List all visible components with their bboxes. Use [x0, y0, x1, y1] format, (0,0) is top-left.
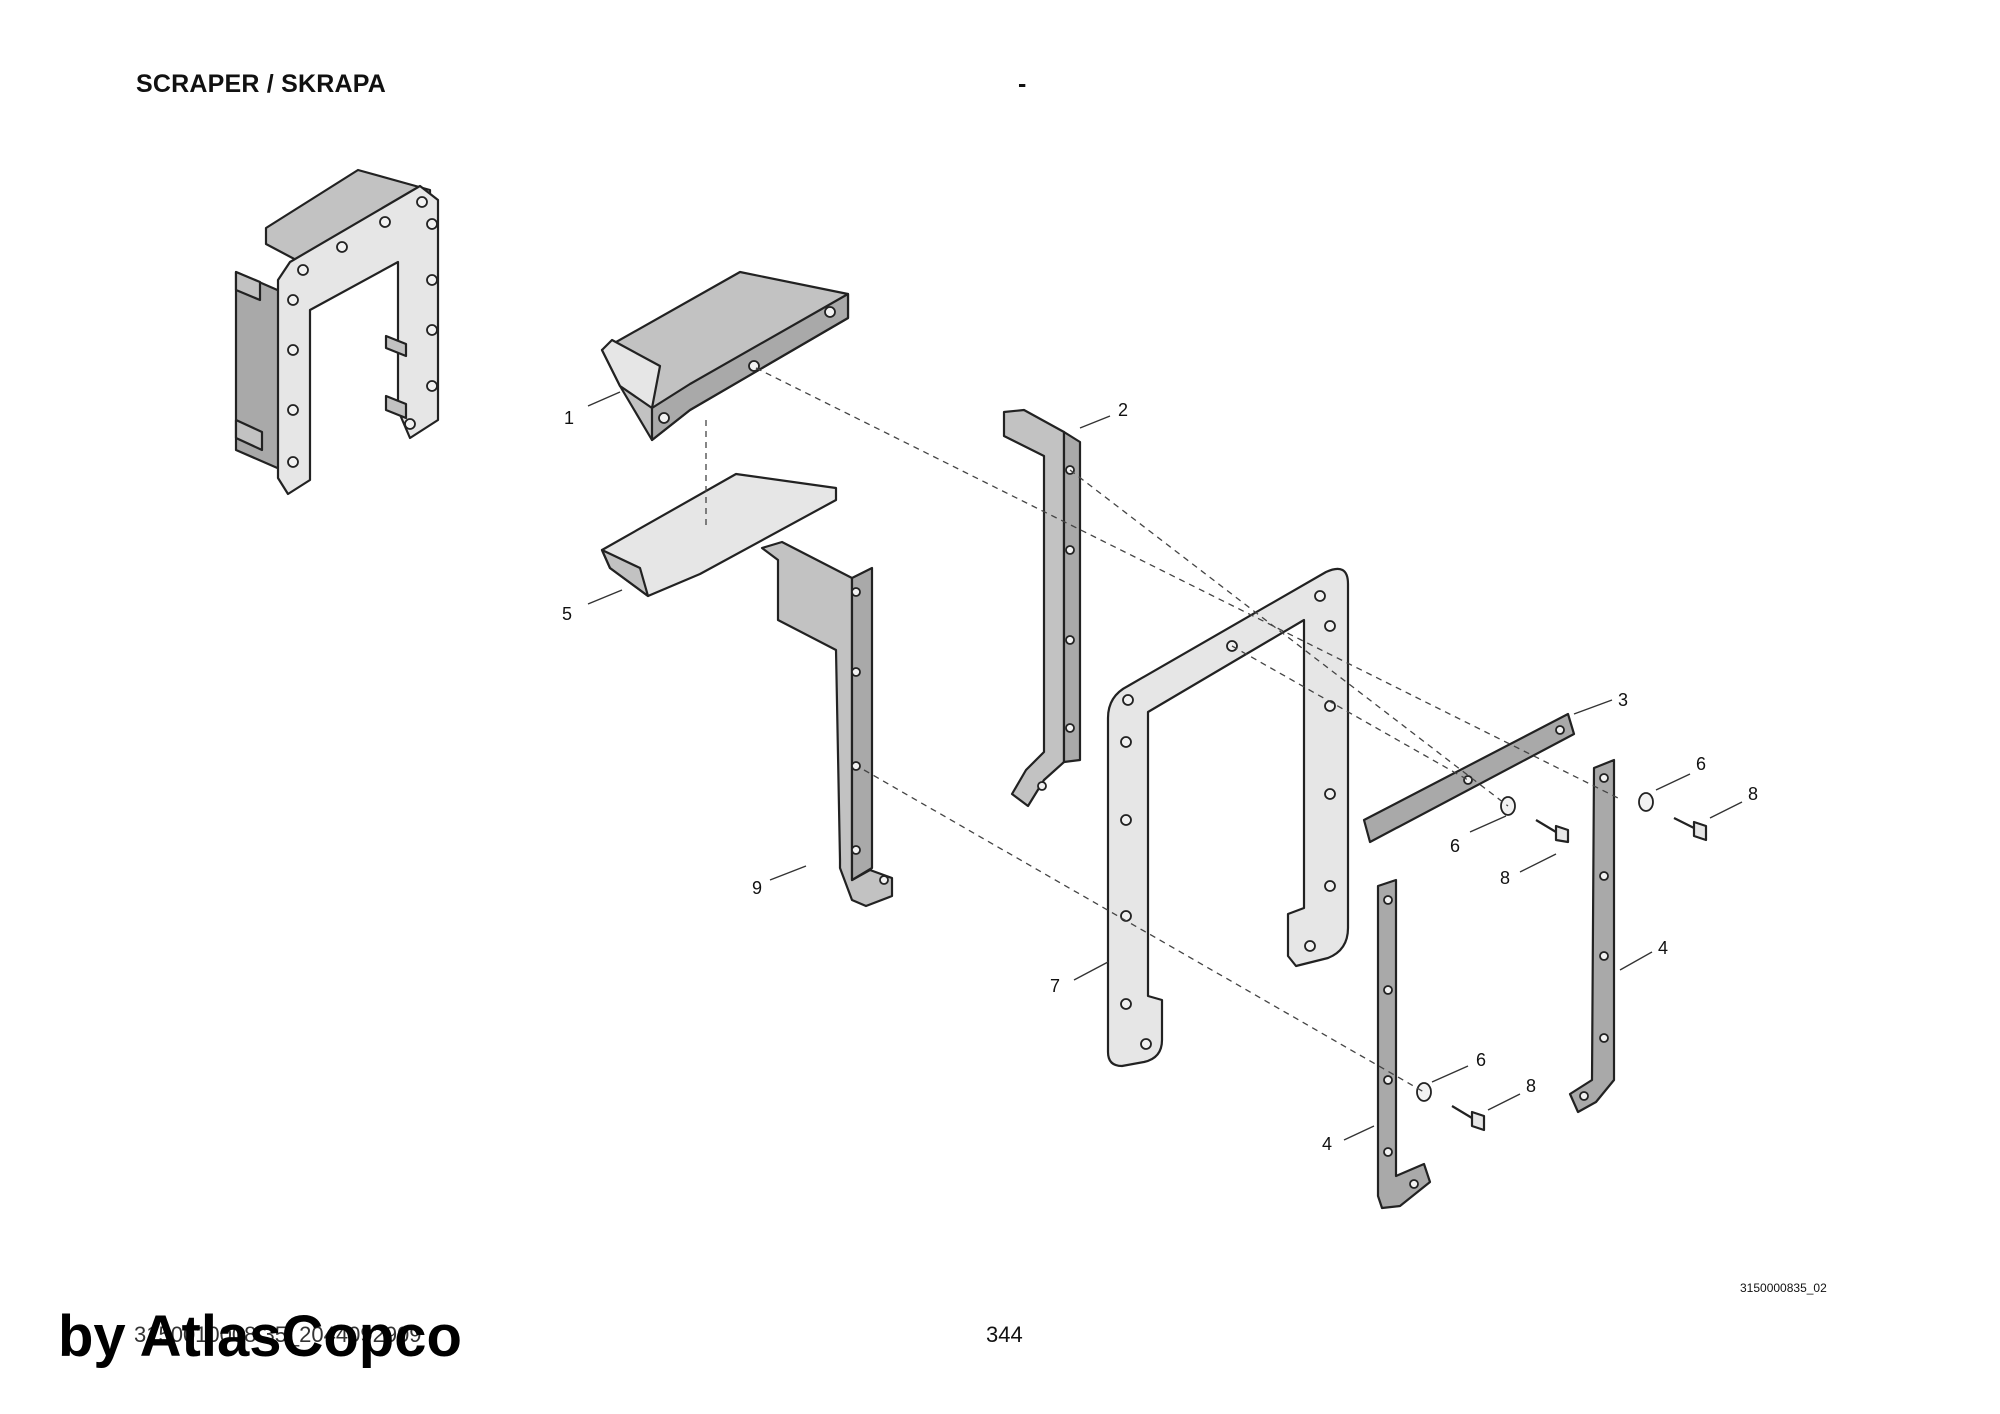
part-1-scraper-plate [600, 270, 850, 442]
page-title: SCRAPER / SKRAPA [136, 70, 386, 98]
callout-3: 3 [1618, 690, 1628, 710]
part-4-strip-lower [1376, 878, 1432, 1210]
callout-8-a: 8 [1500, 868, 1510, 888]
part-7-rubber-frame [1106, 567, 1350, 1068]
callout-7: 7 [1050, 976, 1060, 996]
part-3-clamping-strip [1362, 712, 1576, 844]
washer-icon [1416, 1082, 1432, 1102]
callout-1: 1 [564, 408, 574, 428]
callout-8-c: 8 [1526, 1076, 1536, 1096]
washer-icon [1638, 792, 1654, 812]
callout-6-c: 6 [1476, 1050, 1486, 1070]
header-separator: - [1018, 70, 1027, 98]
part-2-bracket [1002, 408, 1082, 808]
part-5-scraper-blade [600, 472, 838, 598]
watermark: by AtlasCopco [58, 1304, 462, 1369]
bolt-icon [1451, 1105, 1486, 1132]
callout-4-lower: 4 [1322, 1134, 1332, 1154]
callout-4-right: 4 [1658, 938, 1668, 958]
callout-2: 2 [1118, 400, 1128, 420]
document-code: 3150010008 35_2044092909 [134, 1322, 422, 1347]
callout-9: 9 [752, 878, 762, 898]
bolt-icon [1673, 817, 1708, 842]
callout-6-b: 6 [1696, 754, 1706, 774]
callout-6-a: 6 [1450, 836, 1460, 856]
bolt-icon [1535, 819, 1570, 844]
part-4-strip-right [1568, 758, 1616, 1114]
callout-5: 5 [562, 604, 572, 624]
page-number: 344 [986, 1322, 1023, 1347]
assembled-scraper-overview [234, 168, 440, 496]
part-9-bracket [760, 540, 894, 908]
callout-8-b: 8 [1748, 784, 1758, 804]
drawing-id: 3150000835_02 [1740, 1281, 1827, 1295]
